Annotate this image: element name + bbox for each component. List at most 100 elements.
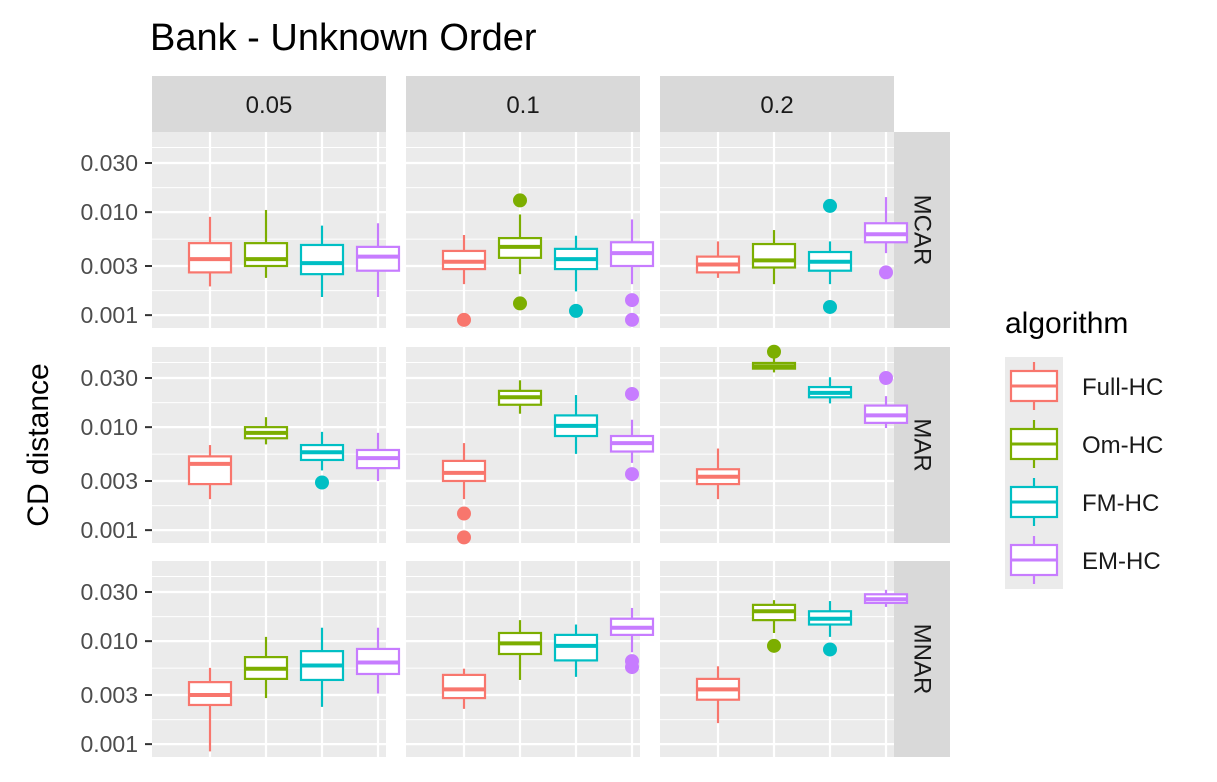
- box-om-hc: [497, 193, 543, 311]
- outlier-point: [823, 198, 837, 213]
- panel-background: [660, 132, 894, 328]
- column-strip: [660, 76, 894, 132]
- panel-background: [152, 347, 386, 543]
- outlier-point: [823, 299, 837, 314]
- box-full-hc: [441, 668, 487, 709]
- panel-mar-0.05: [152, 347, 401, 543]
- outlier-point: [625, 312, 639, 327]
- box-om-hc: [751, 230, 797, 285]
- outlier-point: [457, 530, 471, 545]
- column-strip: [152, 76, 386, 132]
- panel-background: [406, 561, 640, 757]
- panel-background: [660, 561, 894, 757]
- box-body: [299, 243, 345, 276]
- row-strip: [894, 347, 950, 543]
- box-full-hc: [187, 445, 233, 500]
- outlier-point: [625, 660, 639, 675]
- box-fm-hc: [807, 198, 853, 314]
- row-strip-label: MNAR: [909, 624, 936, 695]
- legend-label: Full-HC: [1082, 374, 1163, 401]
- box-om-hc: [243, 636, 289, 699]
- y-tick-label: 0.030: [80, 365, 138, 391]
- outlier-point: [457, 312, 471, 327]
- outlier-point: [879, 371, 893, 386]
- panel-mnar-0.2: [660, 561, 909, 757]
- row-strip-label: MCAR: [909, 195, 936, 266]
- y-tick-label: 0.001: [80, 731, 138, 757]
- outlier-point: [767, 344, 781, 359]
- box-full-hc: [187, 216, 233, 287]
- box-em-hc: [355, 627, 401, 694]
- box-body: [355, 245, 401, 272]
- box-full-hc: [695, 241, 741, 278]
- box-body: [751, 242, 797, 269]
- legend-item-om-hc: Om-HC: [1005, 415, 1163, 473]
- box-full-hc: [441, 234, 487, 327]
- legend-item-full-hc: Full-HC: [1005, 357, 1163, 415]
- box-fm-hc: [553, 395, 599, 454]
- box-em-hc: [609, 219, 655, 327]
- y-axis-label: CD distance: [22, 363, 55, 526]
- box-om-hc: [497, 620, 543, 680]
- box-fm-hc: [299, 627, 345, 707]
- chart-title: Bank - Unknown Order: [150, 17, 537, 59]
- box-em-hc: [355, 432, 401, 481]
- panel-mcar-0.2: [660, 132, 909, 328]
- panel-background: [152, 132, 386, 328]
- panel-mnar-0.05: [152, 561, 401, 757]
- box-om-hc: [497, 380, 543, 414]
- outlier-point: [457, 506, 471, 521]
- legend-item-em-hc: EM-HC: [1005, 531, 1161, 589]
- box-em-hc: [863, 589, 909, 607]
- outlier-point: [315, 475, 329, 490]
- outlier-point: [513, 296, 527, 311]
- box-om-hc: [243, 209, 289, 278]
- legend-label: FM-HC: [1082, 490, 1159, 517]
- outlier-point: [625, 386, 639, 401]
- box-om-hc: [751, 600, 797, 653]
- box-body: [243, 242, 289, 268]
- y-tick-label: 0.030: [80, 150, 138, 176]
- box-fm-hc: [807, 377, 853, 404]
- y-tick-label: 0.003: [80, 682, 138, 708]
- row-strip-label: MAR: [909, 418, 936, 471]
- y-tick-label: 0.010: [80, 628, 138, 654]
- y-tick-label: 0.010: [80, 414, 138, 440]
- box-full-hc: [441, 443, 487, 545]
- outlier-point: [879, 265, 893, 280]
- legend-label: Om-HC: [1082, 432, 1163, 459]
- box-fm-hc: [807, 601, 853, 657]
- box-body: [441, 673, 487, 700]
- panel-background: [660, 347, 894, 543]
- outlier-point: [569, 303, 583, 318]
- box-fm-hc: [553, 235, 599, 318]
- box-fm-hc: [553, 624, 599, 677]
- y-tick-label: 0.003: [80, 253, 138, 279]
- y-tick-label: 0.003: [80, 468, 138, 494]
- y-tick-label: 0.010: [80, 199, 138, 225]
- outlier-point: [823, 642, 837, 657]
- panel-mar-0.2: [660, 344, 909, 543]
- box-fm-hc: [299, 431, 345, 490]
- panel-mcar-0.1: [406, 132, 655, 328]
- box-full-hc: [695, 448, 741, 500]
- box-em-hc: [863, 197, 909, 280]
- panel-mar-0.1: [406, 347, 655, 545]
- panel-background: [406, 347, 640, 543]
- panel-mnar-0.1: [406, 561, 655, 757]
- outlier-point: [513, 193, 527, 208]
- box-om-hc: [243, 417, 289, 445]
- column-strip: [406, 76, 640, 132]
- panel-background: [406, 132, 640, 328]
- box-em-hc: [355, 223, 401, 297]
- column-strip-label: 0.1: [506, 92, 539, 119]
- legend-title: algorithm: [1005, 307, 1128, 340]
- y-tick-label: 0.030: [80, 579, 138, 605]
- panel-mcar-0.05: [152, 132, 401, 328]
- box-full-hc: [187, 667, 233, 752]
- legend-label: EM-HC: [1082, 548, 1161, 575]
- outlier-point: [767, 638, 781, 653]
- column-strip-label: 0.2: [760, 92, 793, 119]
